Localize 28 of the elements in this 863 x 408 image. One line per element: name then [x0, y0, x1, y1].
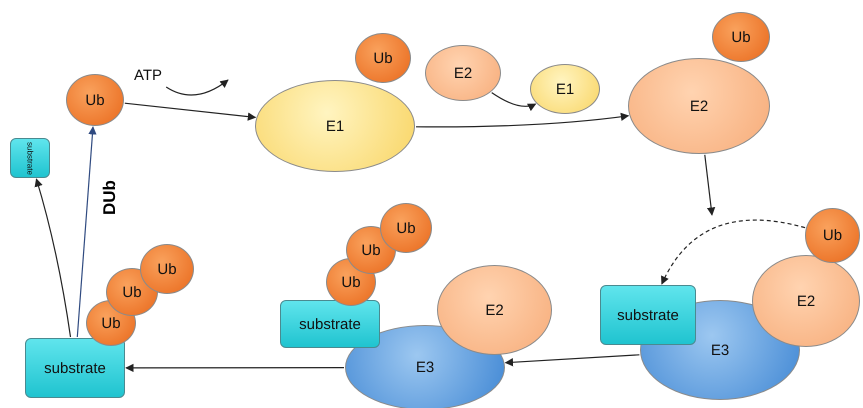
- arrow: [34, 178, 72, 338]
- arrow: [704, 154, 716, 216]
- ubiquitin-circle: Ub: [712, 12, 770, 62]
- arrow: [504, 354, 640, 366]
- ubiquitin-circle: Ub: [140, 244, 194, 294]
- arrow: [491, 92, 536, 111]
- ubiquitin-circle: Ub: [355, 33, 411, 83]
- ubiquitin-circle: Ub: [805, 208, 860, 263]
- e2-enzyme-ellipse: E2: [437, 265, 552, 355]
- e2-enzyme-ellipse: E2: [628, 58, 770, 154]
- substrate-block: substrate: [600, 285, 696, 345]
- ubiquitin-circle: Ub: [66, 74, 124, 126]
- arrow: [124, 102, 256, 121]
- arrow: [76, 126, 97, 338]
- e1-enzyme-ellipse: E1: [255, 80, 415, 172]
- substrate-block: substrate: [10, 138, 50, 178]
- edge-label: DUb: [100, 180, 120, 215]
- e2-enzyme-ellipse: E2: [425, 45, 501, 101]
- atp-label: ATP: [128, 64, 168, 86]
- arrow: [125, 364, 344, 372]
- arrow: [661, 220, 806, 285]
- e2-enzyme-ellipse: E2: [752, 255, 860, 347]
- substrate-block: substrate: [280, 300, 380, 348]
- e1-enzyme-ellipse: E1: [530, 64, 600, 114]
- arrow: [416, 112, 630, 128]
- ubiquitin-circle: Ub: [380, 203, 432, 253]
- substrate-block: substrate: [25, 338, 125, 398]
- arrow: [166, 80, 229, 96]
